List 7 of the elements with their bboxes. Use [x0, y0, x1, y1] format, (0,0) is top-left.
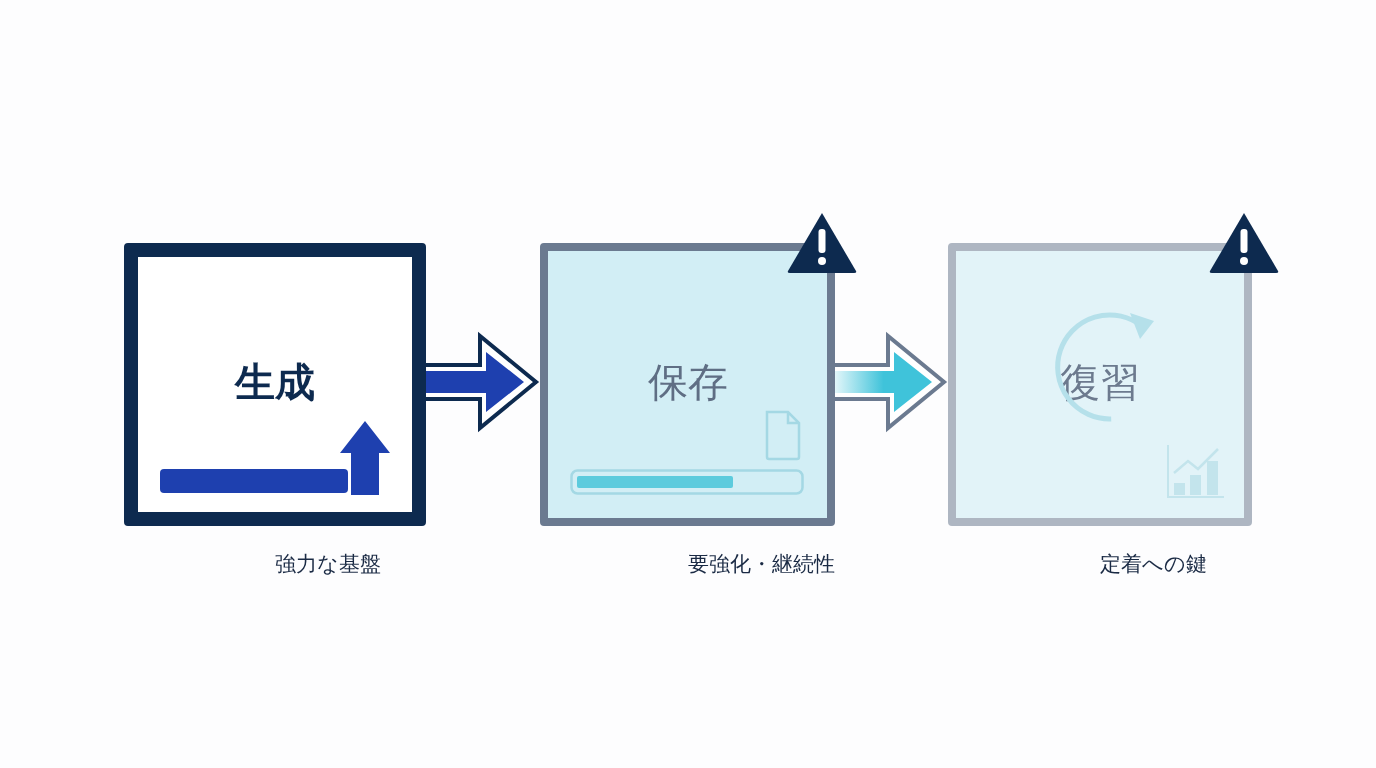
- step-title: 保存: [646, 358, 729, 407]
- step-caption: 定着への鍵: [1100, 551, 1207, 578]
- step-title: 生成: [233, 358, 316, 407]
- step-caption: 要強化・継続性: [687, 551, 835, 578]
- block-arrow: [833, 331, 948, 433]
- step-caption: 強力な基盤: [275, 551, 381, 578]
- block-arrow: [424, 331, 540, 433]
